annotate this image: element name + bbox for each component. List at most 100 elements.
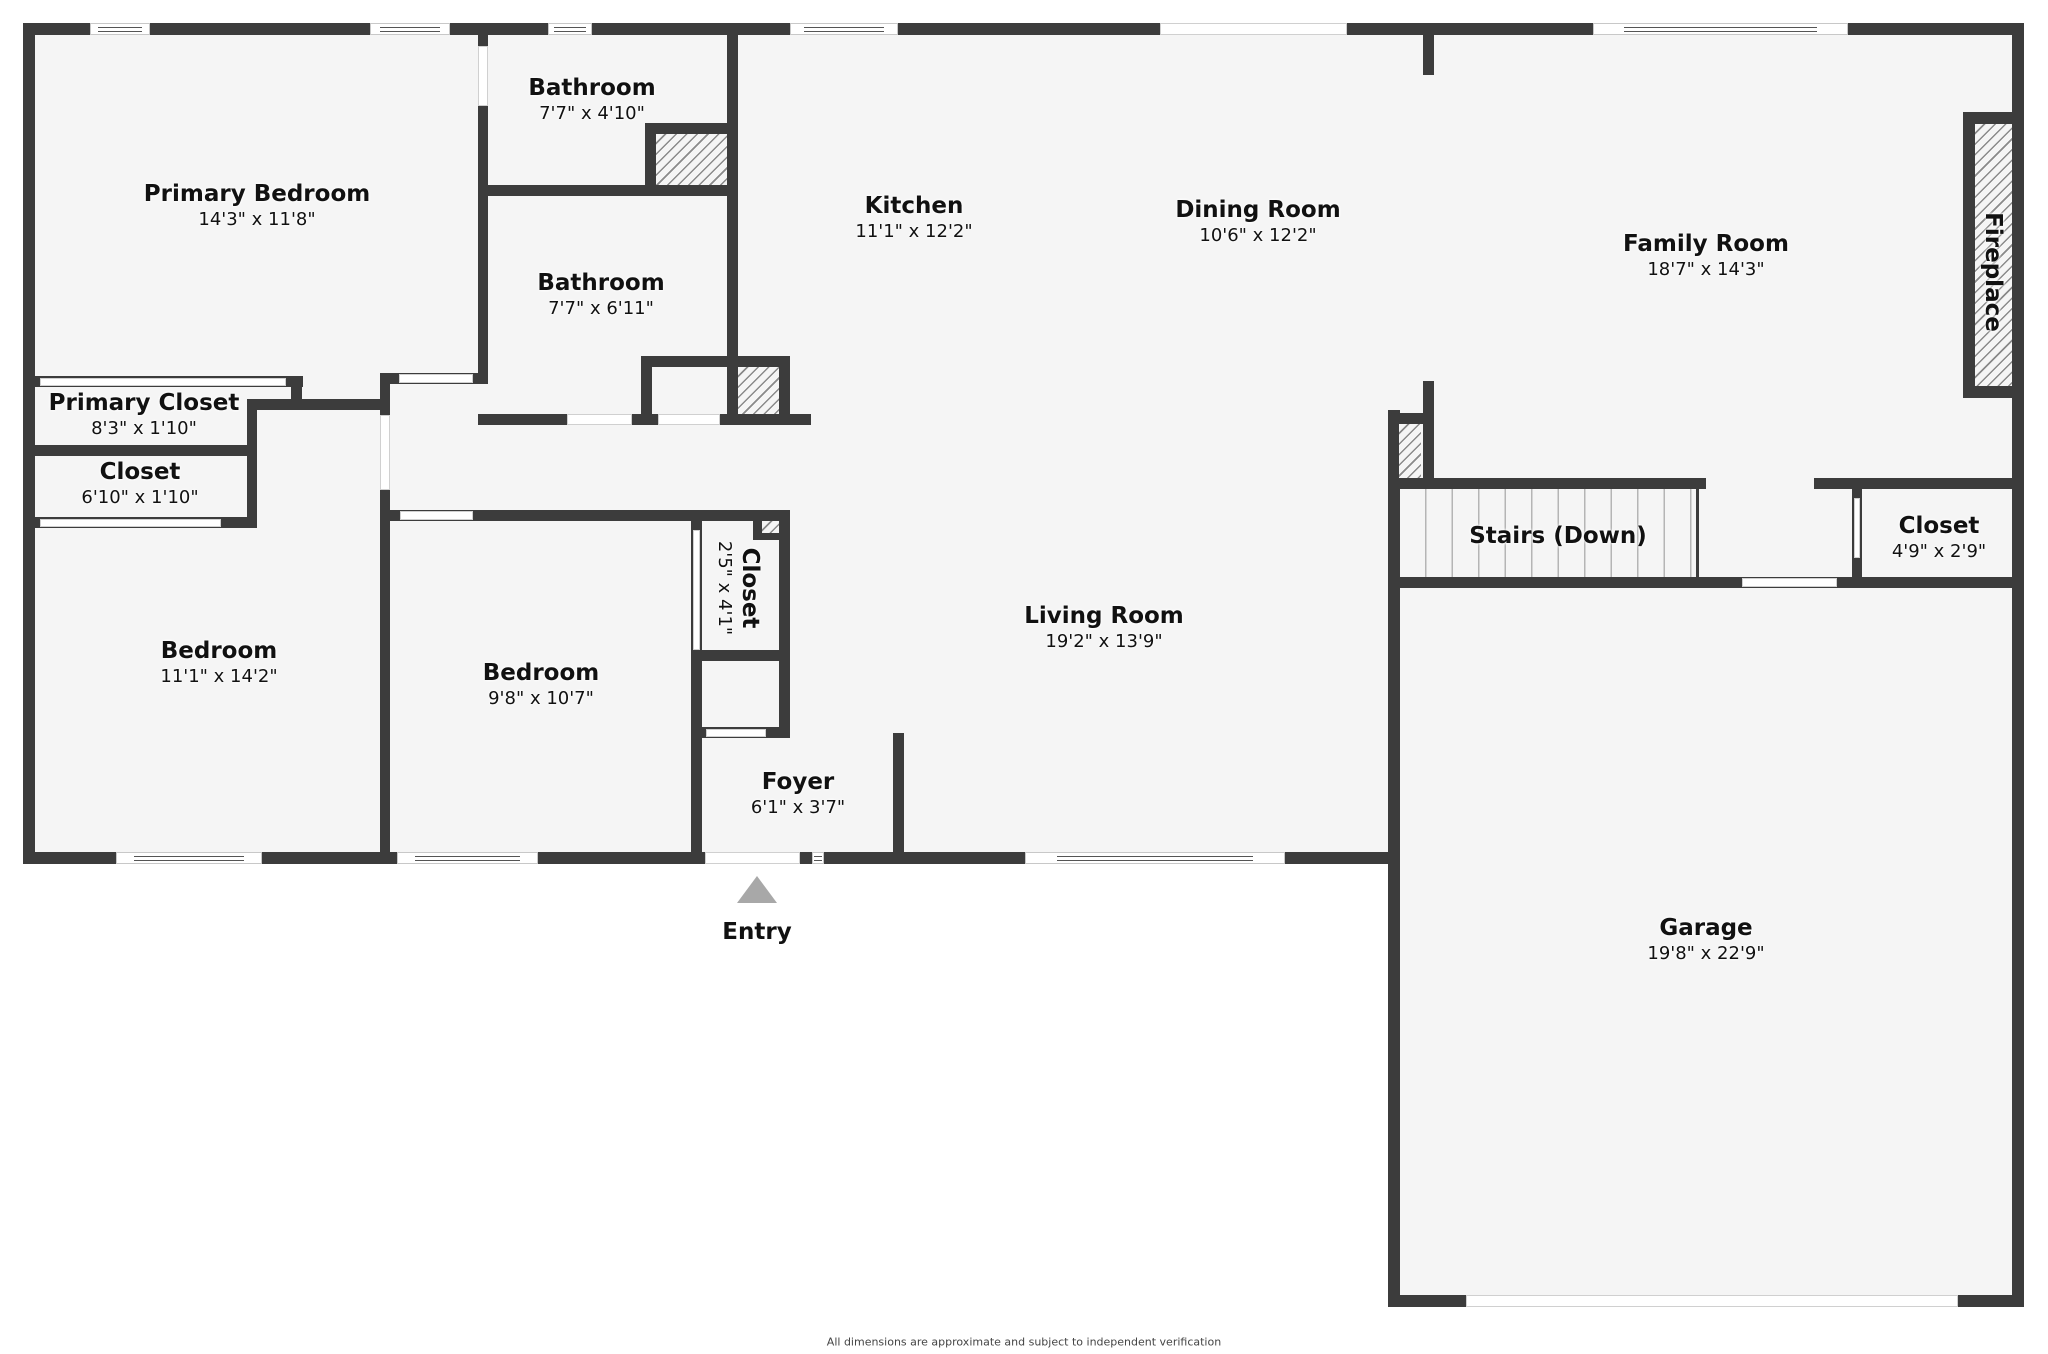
- room-name: Closet: [737, 547, 763, 629]
- interior-wall: [1814, 478, 2024, 489]
- room-name: Fireplace: [1980, 212, 2006, 332]
- stair-rail: [1696, 489, 1699, 577]
- room-name: Kitchen: [864, 193, 964, 219]
- room-dimensions: 10'6" x 12'2": [1199, 225, 1317, 246]
- room-dimensions: 4'9" x 2'9": [1891, 541, 1987, 562]
- door: [567, 414, 632, 425]
- room-dimensions: 19'2" x 13'9": [1045, 631, 1163, 652]
- room-name: Bathroom: [528, 75, 656, 101]
- room-dimensions: 14'3" x 11'8": [198, 209, 316, 230]
- garage-wall-left: [1388, 410, 1400, 1307]
- window: [90, 23, 150, 35]
- room-name: Dining Room: [1175, 197, 1341, 223]
- closet-door: [40, 378, 286, 386]
- closet-door: [693, 530, 700, 650]
- interior-wall: [478, 23, 488, 375]
- label-stairs: Stairs (Down): [1469, 522, 1647, 550]
- room-label-dining-room: Dining Room 10'6" x 12'2": [1175, 196, 1340, 248]
- room-name: Bedroom: [160, 638, 278, 664]
- room-name: Primary Closet: [48, 390, 240, 416]
- interior-wall: [478, 185, 738, 196]
- interior-wall: [1388, 413, 1399, 493]
- room-label-closet-1: Closet 6'10" x 1'10": [81, 458, 198, 510]
- window: [397, 852, 538, 864]
- room-label-bathroom-2: Bathroom 7'7" x 6'11": [537, 269, 664, 321]
- room-label-closet-3: Closet 4'9" x 2'9": [1892, 512, 1986, 564]
- room-label-bedroom-1: Bedroom 11'1" x 14'2": [160, 637, 277, 689]
- interior-wall: [779, 356, 790, 425]
- chase-hatch: [738, 367, 779, 414]
- entry-label: Entry: [722, 919, 792, 945]
- window: [370, 23, 450, 35]
- room-name: Foyer: [761, 769, 835, 795]
- window: [1025, 852, 1285, 864]
- interior-wall: [641, 356, 790, 367]
- door: [399, 374, 473, 383]
- interior-wall: [380, 510, 790, 521]
- door: [658, 414, 720, 425]
- interior-wall: [247, 399, 390, 410]
- room-dimensions: 11'1" x 12'2": [855, 221, 973, 242]
- room-label-closet-2: Closet 2'5" x 4'1": [712, 541, 764, 635]
- label-fireplace: Fireplace: [1979, 212, 2007, 332]
- room-dimensions: 18'7" x 14'3": [1647, 259, 1765, 280]
- interior-wall: [645, 123, 656, 196]
- window: [548, 23, 592, 35]
- exterior-wall-left: [23, 23, 35, 864]
- room-name: Primary Bedroom: [143, 181, 371, 207]
- room-label-bathroom-1: Bathroom 7'7" x 4'10": [528, 74, 655, 126]
- interior-wall: [691, 510, 702, 862]
- stairs: [1400, 489, 1696, 577]
- room-name: Closet: [99, 459, 181, 485]
- room-label-living-room: Living Room 19'2" x 13'9": [1024, 602, 1184, 654]
- room-dimensions: 8'3" x 1'10": [91, 418, 197, 439]
- room-label-bedroom-2: Bedroom 9'8" x 10'7": [483, 659, 600, 711]
- interior-wall: [1423, 381, 1434, 489]
- room-label-primary-closet: Primary Closet 8'3" x 1'10": [49, 389, 240, 441]
- door: [706, 729, 766, 737]
- window: [790, 23, 898, 35]
- room-name: Living Room: [1024, 603, 1184, 629]
- room-dimensions: 6'1" x 3'7": [750, 797, 846, 818]
- room-dimensions: 2'5" x 4'1": [714, 540, 735, 636]
- interior-wall: [691, 650, 790, 661]
- interior-wall: [1423, 23, 1434, 75]
- door: [380, 415, 390, 490]
- room-label-kitchen: Kitchen 11'1" x 12'2": [855, 192, 972, 244]
- closet-door: [1854, 498, 1860, 558]
- door: [400, 511, 473, 520]
- interior-wall: [779, 510, 790, 738]
- garage-entry-door: [1742, 578, 1837, 587]
- room-name: Family Room: [1623, 231, 1789, 257]
- interior-wall: [641, 356, 652, 425]
- room-dimensions: 6'10" x 1'10": [81, 487, 199, 508]
- room-name: Bedroom: [482, 660, 600, 686]
- interior-wall: [291, 376, 302, 400]
- window: [1593, 23, 1848, 35]
- interior-wall: [727, 23, 738, 425]
- room-dimensions: 11'1" x 14'2": [160, 666, 278, 687]
- room-dimensions: 9'8" x 10'7": [488, 688, 594, 709]
- chase-hatch: [1399, 424, 1421, 478]
- interior-wall: [247, 399, 257, 528]
- interior-wall: [645, 123, 738, 134]
- window: [812, 852, 824, 864]
- foyer-partition: [893, 733, 904, 862]
- room-name: Closet: [1898, 513, 1980, 539]
- interior-wall: [23, 445, 257, 456]
- fireplace-hatch: [1975, 124, 2012, 386]
- garage-floor: [1400, 588, 2014, 1296]
- room-name: Stairs (Down): [1469, 523, 1647, 549]
- door: [478, 46, 488, 106]
- interior-wall: [1388, 478, 1706, 489]
- window: [116, 852, 262, 864]
- chase-hatch: [762, 521, 779, 533]
- exterior-wall-top: [23, 23, 2024, 35]
- room-name: Garage: [1659, 915, 1753, 941]
- entry-door: [705, 852, 800, 864]
- opening: [1160, 23, 1347, 35]
- room-dimensions: 7'7" x 6'11": [548, 298, 654, 319]
- room-label-family-room: Family Room 18'7" x 14'3": [1623, 230, 1789, 282]
- room-label-foyer: Foyer 6'1" x 3'7": [751, 768, 845, 820]
